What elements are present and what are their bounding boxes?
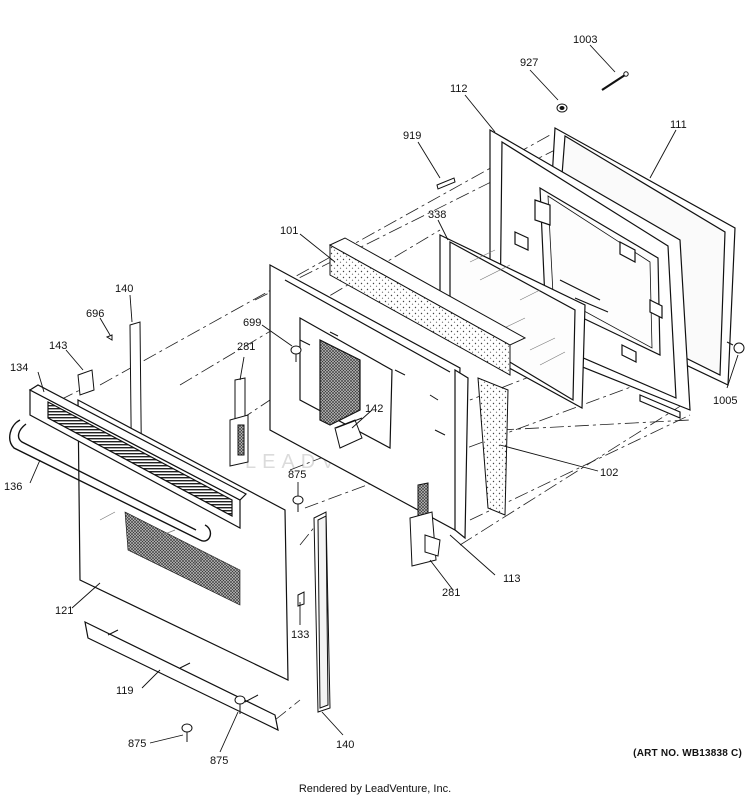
insulation-side bbox=[477, 377, 509, 516]
part-label-927: 927 bbox=[520, 57, 538, 69]
part-label-113: 113 bbox=[503, 573, 521, 585]
part-label-136: 136 bbox=[4, 481, 22, 493]
part-label-875-bottom-right: 875 bbox=[210, 755, 228, 767]
part-label-112: 112 bbox=[450, 83, 468, 95]
part-label-143: 143 bbox=[49, 340, 67, 352]
hinge-left bbox=[229, 377, 249, 467]
part-label-121: 121 bbox=[55, 605, 73, 617]
outer-glass bbox=[77, 398, 289, 681]
bottom-trim bbox=[84, 620, 279, 732]
part-label-875-bottom-left: 875 bbox=[128, 738, 146, 750]
art-number: (ART NO. WB13838 C) bbox=[633, 748, 742, 759]
part-label-1005: 1005 bbox=[713, 395, 737, 407]
part-label-111: 111 bbox=[670, 119, 687, 131]
part-label-281-right: 281 bbox=[442, 587, 460, 599]
hardware bbox=[77, 71, 745, 742]
part-label-134: 134 bbox=[10, 362, 28, 374]
part-label-101: 101 bbox=[280, 225, 298, 237]
part-label-875-middle: 875 bbox=[288, 469, 306, 481]
door-liner bbox=[269, 263, 469, 540]
part-label-696: 696 bbox=[86, 308, 104, 320]
part-label-699: 699 bbox=[243, 317, 261, 329]
leader-lines bbox=[29, 44, 739, 753]
bracket bbox=[334, 419, 363, 449]
part-label-338: 338 bbox=[428, 209, 446, 221]
part-labels: 1003 927 112 111 919 338 101 140 696 699… bbox=[4, 34, 737, 767]
door-handle bbox=[9, 419, 212, 542]
part-label-140-bottom: 140 bbox=[336, 739, 354, 751]
part-label-1003: 1003 bbox=[573, 34, 597, 46]
hinge-right bbox=[409, 482, 441, 567]
part-label-919: 919 bbox=[403, 130, 421, 142]
top-vent-trim bbox=[28, 384, 248, 530]
part-label-102: 102 bbox=[600, 467, 618, 479]
part-label-140-top: 140 bbox=[115, 283, 133, 295]
footer-credit: Rendered by LeadVenture, Inc. bbox=[298, 783, 452, 795]
side-rail-right bbox=[313, 511, 331, 713]
part-label-142: 142 bbox=[365, 403, 383, 415]
insulation-top bbox=[328, 237, 527, 376]
part-label-119: 119 bbox=[116, 685, 134, 697]
part-label-281-left: 281 bbox=[237, 341, 255, 353]
part-label-133: 133 bbox=[291, 629, 309, 641]
